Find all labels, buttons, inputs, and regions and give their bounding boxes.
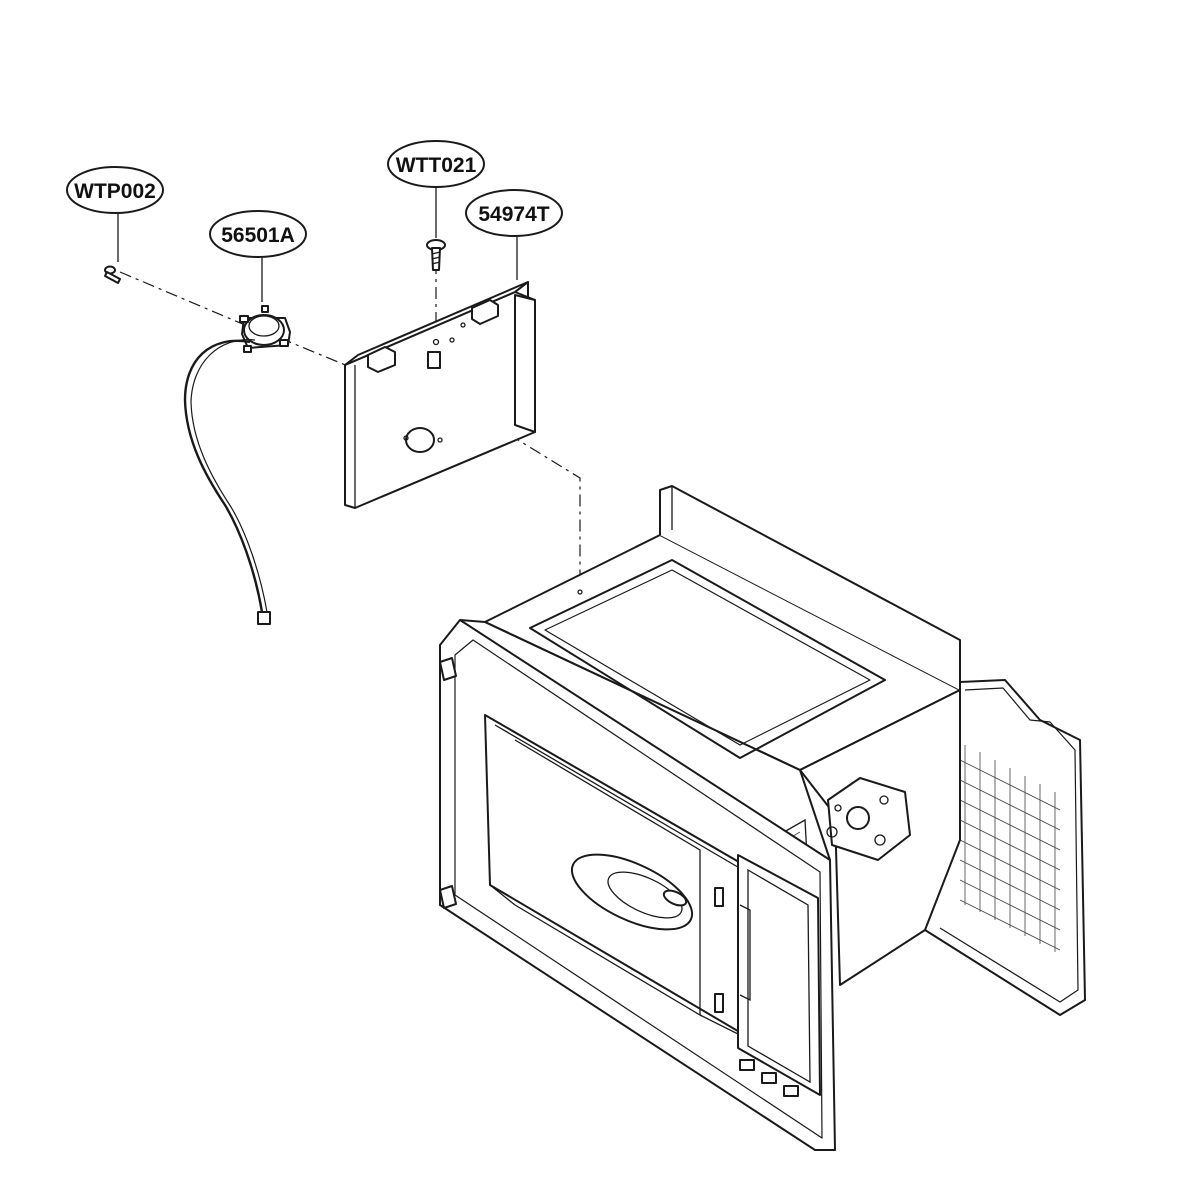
thermostat-mount-hole: [405, 427, 435, 453]
turntable: [570, 853, 694, 931]
thermostat-56501a-part: [183, 305, 291, 625]
bracket-tab-left: [367, 346, 396, 373]
callout-54974t-label: 54974T: [478, 203, 549, 226]
callout-wtp002[interactable]: WTP002: [66, 166, 164, 262]
callout-wtt021[interactable]: WTT021: [387, 140, 485, 238]
oven-cavity-part: [439, 485, 1086, 1151]
vent-grill: [959, 745, 1061, 952]
bracket-tab-right: [471, 299, 499, 325]
callout-56501a-label: 56501A: [221, 224, 295, 247]
callout-wtp002-label: WTP002: [74, 180, 156, 203]
bracket-54974t-part: [344, 281, 536, 509]
wire-connector: [257, 611, 271, 625]
callout-54974t[interactable]: 54974T: [465, 189, 563, 280]
hinge-tab-bottom: [439, 885, 457, 909]
callout-wtt021-label: WTT021: [396, 154, 477, 177]
callout-56501a[interactable]: 56501A: [209, 210, 307, 302]
control-compartment: [737, 854, 821, 1096]
hinge-tab-top: [439, 657, 457, 681]
screw-wtt021-part: [426, 239, 446, 271]
screw-wtp002-part: [104, 265, 121, 284]
